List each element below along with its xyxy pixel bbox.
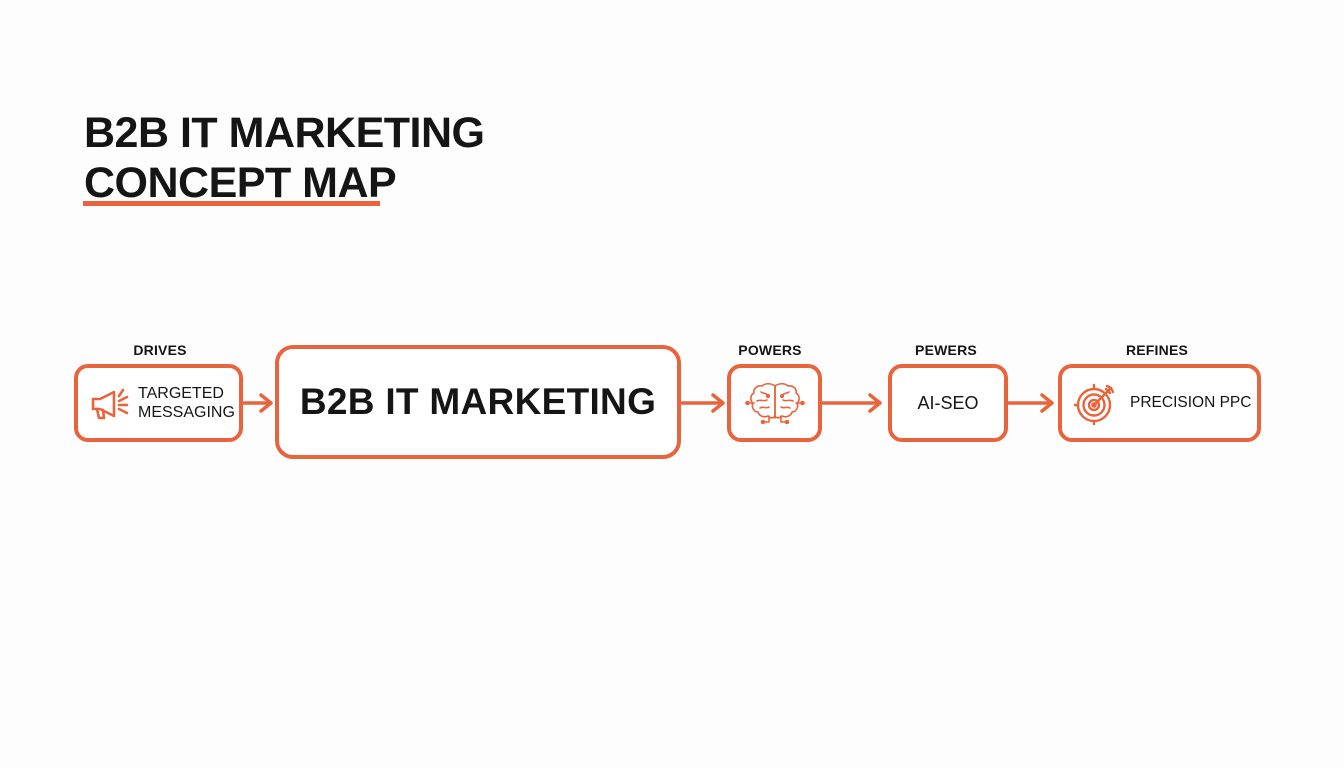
node-targeted-messaging: TARGETED MESSAGING <box>74 364 243 442</box>
node-label-ai-seo: AI-SEO <box>917 392 979 413</box>
arrow-b2b-to-brain <box>680 393 725 413</box>
arrow-aiseo-to-ppc <box>1007 393 1054 413</box>
node-label-b2b-it-marketing: B2B IT MARKETING <box>299 381 657 422</box>
title-line-2: CONCEPT MAP <box>84 159 397 207</box>
title-line-1: B2B IT MARKETING <box>84 109 485 157</box>
edge-label-drives: DRIVES <box>133 342 187 358</box>
page-title: B2B IT MARKETING CONCEPT MAP <box>84 108 485 208</box>
node-ai-seo: AI-SEO <box>888 364 1008 442</box>
brain-circuit-icon <box>744 380 805 426</box>
node-ai-brain <box>727 364 822 442</box>
node-precision-ppc: PRECISION PPC <box>1058 364 1261 442</box>
title-underline <box>83 201 380 206</box>
node-b2b-it-marketing: B2B IT MARKETING <box>275 345 681 459</box>
edge-label-powers: POWERS <box>738 342 802 358</box>
edge-label-pewers: PEWERS <box>915 342 977 358</box>
edge-label-refines: REFINES <box>1125 342 1189 358</box>
megaphone-icon <box>90 385 130 421</box>
arrow-targeted-to-b2b <box>242 393 273 413</box>
target-icon <box>1074 381 1118 425</box>
node-label-targeted: TARGETED <box>138 385 224 402</box>
node-label-precision-ppc: PRECISION PPC <box>1130 394 1252 411</box>
arrow-brain-to-aiseo <box>821 393 882 413</box>
node-label-messaging: MESSAGING <box>138 404 235 421</box>
